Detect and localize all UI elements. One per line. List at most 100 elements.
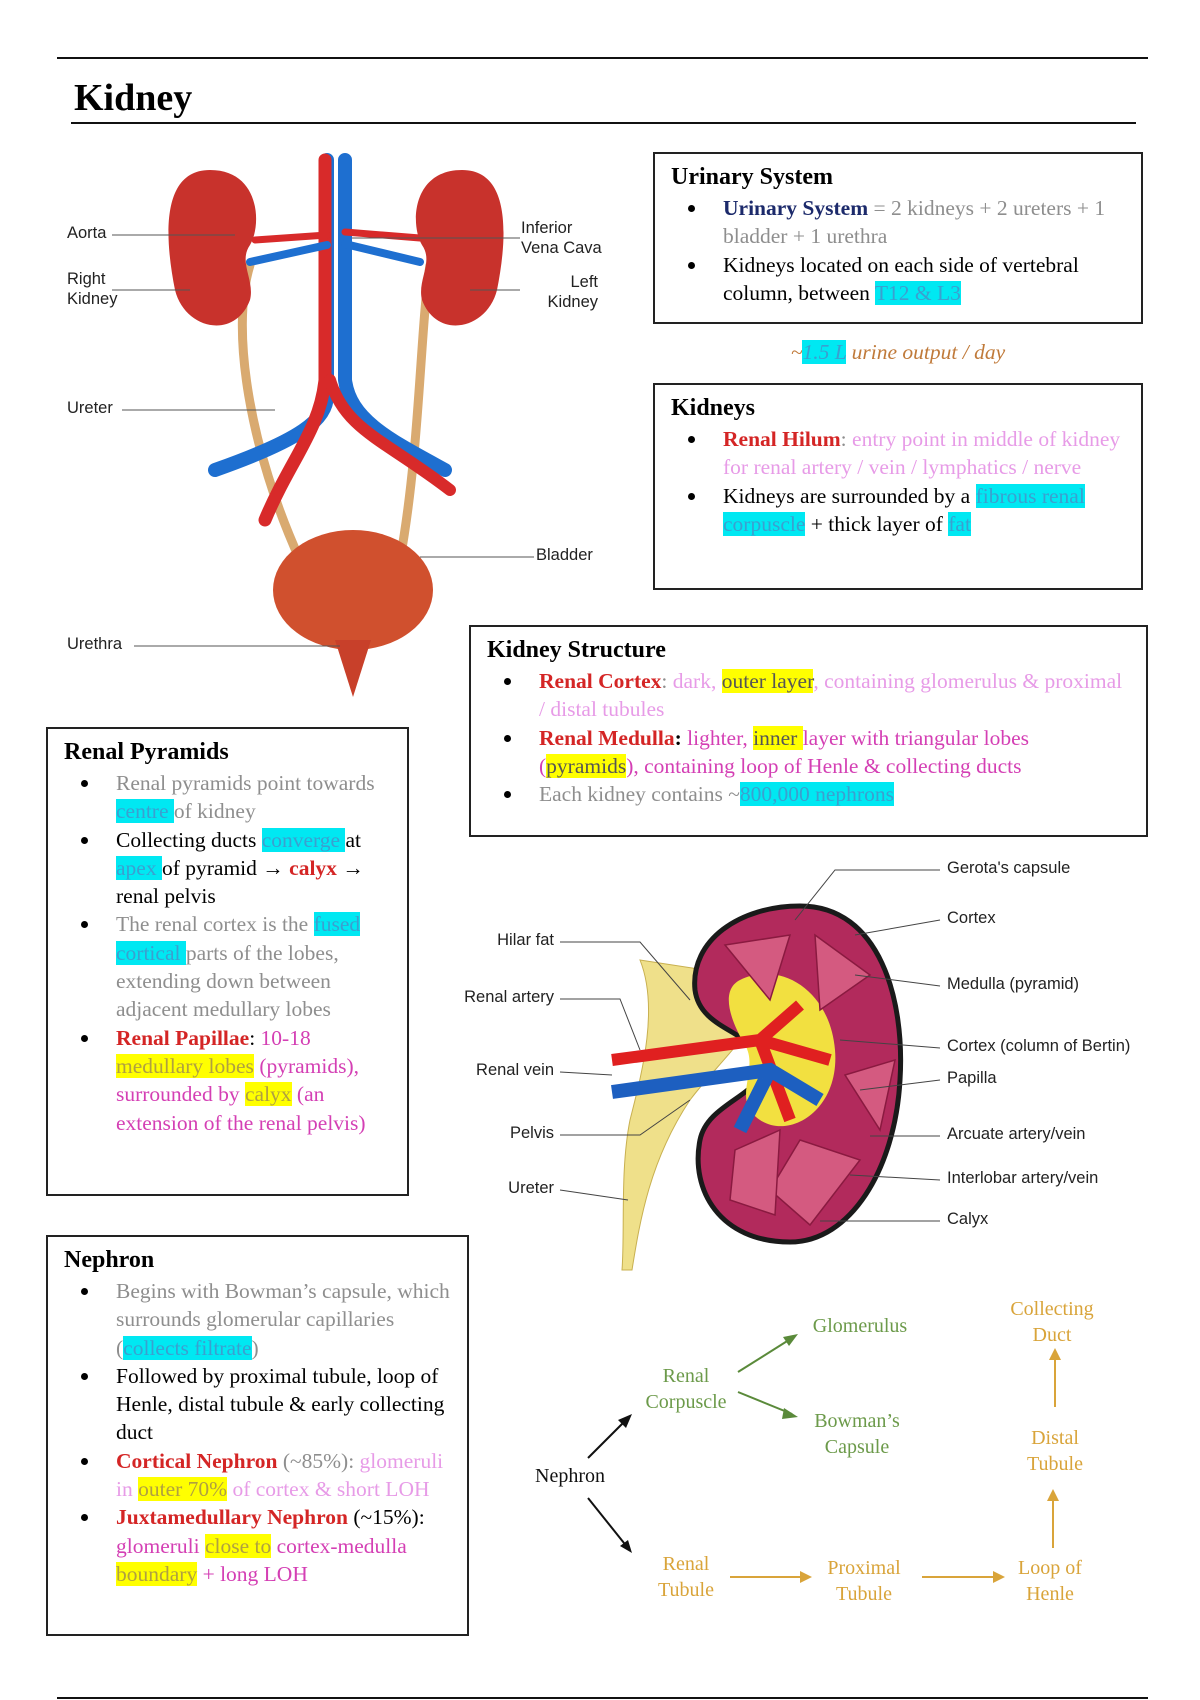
text-segment: Renal Medulla — [539, 725, 675, 750]
text-segment: pyramids — [546, 753, 627, 778]
text-segment: of kidney — [173, 799, 256, 824]
text-segment: (an extension of the renal pelvis) — [116, 1082, 366, 1135]
text-segment: Renal Hilum — [723, 427, 841, 451]
section-label-pelvis: Pelvis — [509, 1124, 554, 1142]
bullet-item: Renal Papillae: 10-18 medullary lobes (p… — [64, 1024, 393, 1137]
text-segment: collects filtrate — [123, 1335, 252, 1360]
text-segment: converge — [261, 827, 346, 852]
text-segment: apex — [116, 855, 162, 880]
text-segment: Kidneys located on each side of vertebra… — [723, 252, 1079, 305]
renal-artery-shape — [611, 1000, 832, 1123]
bullet-item: Kidneys located on each side of vertebra… — [671, 251, 1127, 308]
bullet-dot-icon — [81, 1288, 88, 1295]
flow-text: Renal — [662, 1365, 710, 1387]
label-aorta: Aorta — [67, 224, 107, 242]
renal-pyramids-heading: Renal Pyramids — [64, 739, 229, 765]
text-segment: = 2 kidneys + 2 ureters + 1 bladder + 1 … — [723, 196, 1106, 249]
flow-glomerulus: Glomerulus — [812, 1315, 908, 1337]
text-segment: calyx — [244, 1082, 292, 1107]
text-segment: outer 70% — [138, 1477, 228, 1502]
label-urethra: Urethra — [67, 635, 123, 653]
text-segment: ), containing loop of Henle & collecting… — [626, 753, 1022, 778]
text-segment: Renal pyramids point towards — [116, 771, 375, 795]
text-segment: , containing glomerulus & proximal / dis… — [539, 669, 1123, 722]
bullet-dot-icon — [688, 205, 695, 212]
bullet-dot-icon — [81, 1514, 88, 1522]
flow-nephron: Nephron — [535, 1465, 605, 1487]
urinary-system-illustration — [112, 153, 534, 697]
text-segment: of cortex & short LOH — [227, 1477, 430, 1502]
bullet-item: Kidneys are surrounded by a fibrous rena… — [671, 482, 1127, 539]
bullet-dot-icon — [688, 261, 695, 269]
text-segment: of pyramid → — [161, 855, 290, 880]
label-left-kidney-2: Kidney — [547, 293, 598, 311]
page-title: Kidney — [74, 77, 193, 119]
bullet-item: Each kidney contains ~800,000 nephrons — [487, 780, 1132, 808]
text-segment: entry point in middle of kidney for rena… — [723, 427, 1121, 480]
text-segment: medullary lobes — [116, 1053, 254, 1078]
text-segment: calyx — [289, 855, 337, 880]
text-segment: outer layer — [721, 669, 814, 693]
text-segment: 800,000 nephrons — [739, 782, 894, 807]
bullet-item: Renal Cortex: dark, outer layer, contain… — [487, 667, 1132, 724]
flow-text: Duct — [1032, 1324, 1072, 1346]
text-segment: Renal Papillae — [116, 1025, 250, 1050]
pyramids — [723, 933, 896, 1227]
label-ureter: Ureter — [67, 399, 113, 417]
flow-text: Tubule — [836, 1583, 892, 1605]
label-left-kidney-1: Left — [570, 273, 598, 291]
bullet-item: Juxtamedullary Nephron (~15%): glomeruli… — [64, 1503, 453, 1588]
bullet-dot-icon — [81, 836, 88, 844]
section-label-column-of-bertin: Cortex (column of Bertin) — [947, 1037, 1131, 1055]
renal-sinus-fat — [728, 973, 836, 1127]
bullet-dot-icon — [81, 921, 88, 929]
text-segment: : — [840, 427, 853, 451]
bullet-item: Renal Medulla: lighter, inner layer with… — [487, 724, 1132, 781]
label-ivc-1: Inferior — [521, 219, 573, 237]
kidneys-box: Kidneys Renal Hilum: entry point in midd… — [653, 383, 1143, 590]
bullet-item: Followed by proximal tubule, loop of Hen… — [64, 1362, 453, 1447]
ureter-pelvis-shape — [621, 959, 771, 1271]
text-segment: + thick layer of — [805, 511, 949, 536]
bullet-dot-icon — [81, 1457, 88, 1465]
text-segment: centre — [116, 799, 174, 824]
section-label-hilar-fat: Hilar fat — [497, 931, 554, 949]
bullet-item: Urinary System = 2 kidneys + 2 ureters +… — [671, 194, 1127, 251]
bullet-dot-icon — [688, 436, 695, 443]
flow-text: Henle — [1026, 1583, 1074, 1605]
renal-pyramids-list: Renal pyramids point towards centre of k… — [64, 769, 393, 1137]
vessels — [208, 153, 456, 527]
text-segment: (~15%): — [347, 1505, 425, 1530]
section-label-medulla: Medulla (pyramid) — [947, 975, 1080, 993]
bullet-item: Renal Hilum: entry point in middle of ki… — [671, 425, 1127, 482]
leader-lines — [112, 234, 534, 647]
section-label-papilla: Papilla — [947, 1069, 997, 1087]
flow-text: Loop of — [1018, 1557, 1082, 1579]
flow-text: Tubule — [658, 1579, 714, 1601]
flow-text: Collecting — [1010, 1298, 1094, 1320]
nephron-heading: Nephron — [64, 1247, 155, 1273]
section-label-ureter: Ureter — [508, 1179, 554, 1197]
text-segment: lighter, — [687, 725, 754, 750]
flow-text: Bowman’s — [814, 1410, 900, 1432]
urine-suffix: urine output / day — [846, 340, 1006, 364]
nephron-box: Nephron Begins with Bowman’s capsule, wh… — [46, 1235, 469, 1636]
flow-text: Tubule — [1027, 1453, 1083, 1475]
section-label-arcuate: Arcuate artery/vein — [947, 1125, 1086, 1143]
text-segment: Followed by proximal tubule, loop of Hen… — [116, 1363, 445, 1445]
kidney-structure-list: Renal Cortex: dark, outer layer, contain… — [487, 667, 1132, 808]
urine-output-note: ~1.5 L urine output / day — [653, 340, 1143, 365]
section-label-renal-vein: Renal vein — [476, 1061, 554, 1079]
bullet-dot-icon — [688, 492, 695, 500]
text-segment: Cortical Nephron — [116, 1448, 278, 1473]
text-segment: fat — [948, 511, 971, 536]
flow-text: Renal — [662, 1553, 710, 1575]
section-leader-lines — [559, 869, 941, 1222]
